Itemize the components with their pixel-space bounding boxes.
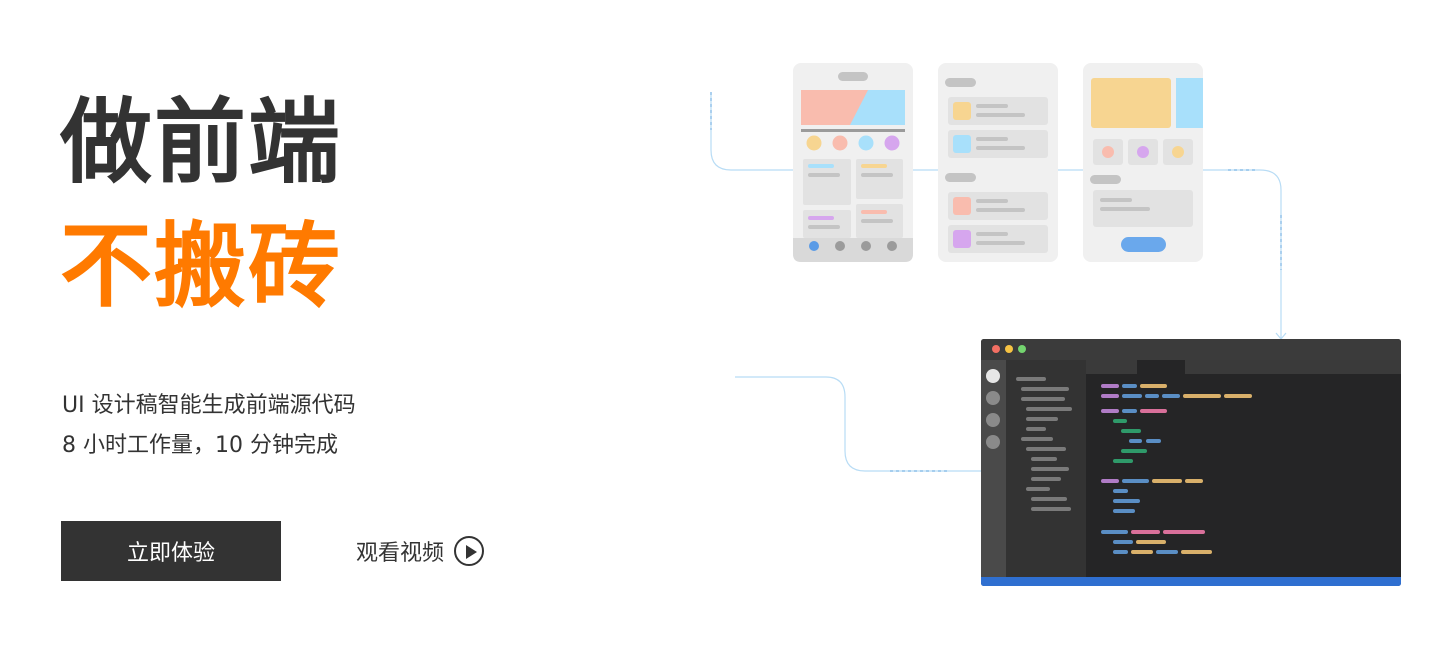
play-circle-icon	[454, 536, 485, 566]
watch-video-label: 观看视频	[356, 541, 445, 566]
subtitle-line1: UI 设计稿智能生成前端源代码	[62, 393, 356, 418]
subtitle-line2: 8 小时工作量，10 分钟完成	[62, 433, 338, 458]
try-now-button[interactable]: 立即体验	[61, 521, 281, 581]
hero-title-line1: 做前端	[60, 89, 343, 196]
phone-mockup-1	[793, 63, 913, 262]
hero-illustration	[700, 50, 1420, 610]
watch-video-button[interactable]: 观看视频	[356, 533, 485, 569]
code-editor-mockup	[981, 339, 1401, 586]
phone-mockup-2	[938, 63, 1058, 262]
phone-mockup-3	[1083, 63, 1203, 262]
hero-title-line2: 不搬砖	[60, 213, 343, 320]
